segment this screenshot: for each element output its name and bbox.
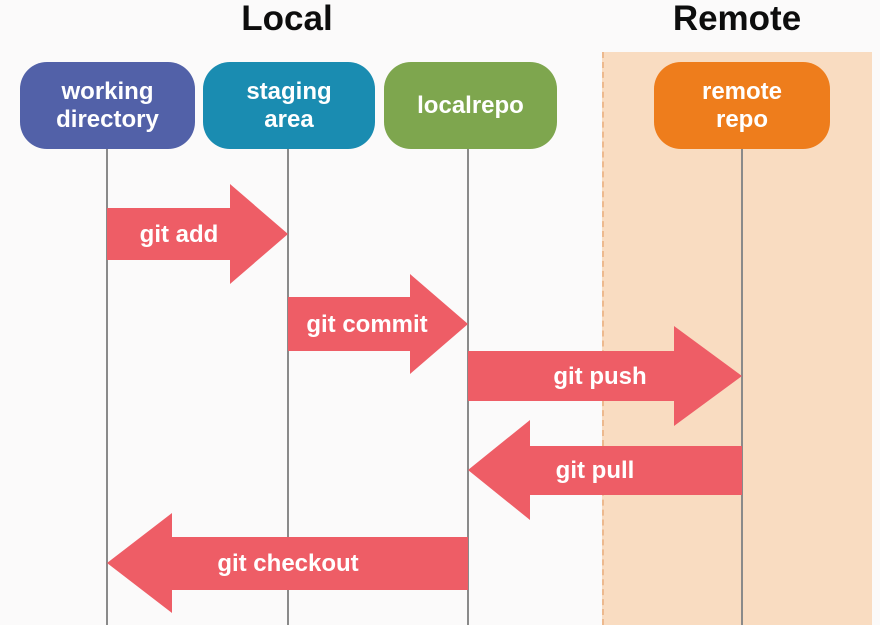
git-checkout-label: git checkout bbox=[217, 550, 359, 577]
git-add-label: git add bbox=[139, 221, 219, 248]
lifeline-working-directory bbox=[106, 148, 108, 625]
node-localrepo: localrepo bbox=[384, 62, 557, 149]
git-push-arrow bbox=[468, 326, 742, 426]
lifeline-staging-area bbox=[287, 148, 289, 625]
git-pull-label: git pull bbox=[555, 457, 635, 484]
git-push-label: git push bbox=[553, 363, 647, 390]
node-staging-area-label: staging area bbox=[246, 77, 332, 133]
node-localrepo-label: localrepo bbox=[417, 91, 524, 119]
git-add-arrow bbox=[107, 184, 288, 284]
git-checkout-arrow bbox=[107, 513, 468, 613]
local-section-title: Local bbox=[241, 0, 333, 38]
node-staging-area: staging area bbox=[203, 62, 375, 149]
node-remote-repo-label: remote repo bbox=[701, 77, 783, 133]
git-pull-arrow bbox=[468, 420, 742, 520]
node-working-directory-label: working directory bbox=[56, 77, 159, 133]
node-remote-repo: remote repo bbox=[654, 62, 830, 149]
git-commit-arrow bbox=[288, 274, 468, 374]
node-working-directory: working directory bbox=[20, 62, 195, 149]
remote-section-title: Remote bbox=[672, 0, 802, 38]
lifeline-remote-repo bbox=[741, 148, 743, 625]
git-commit-label: git commit bbox=[306, 311, 428, 338]
